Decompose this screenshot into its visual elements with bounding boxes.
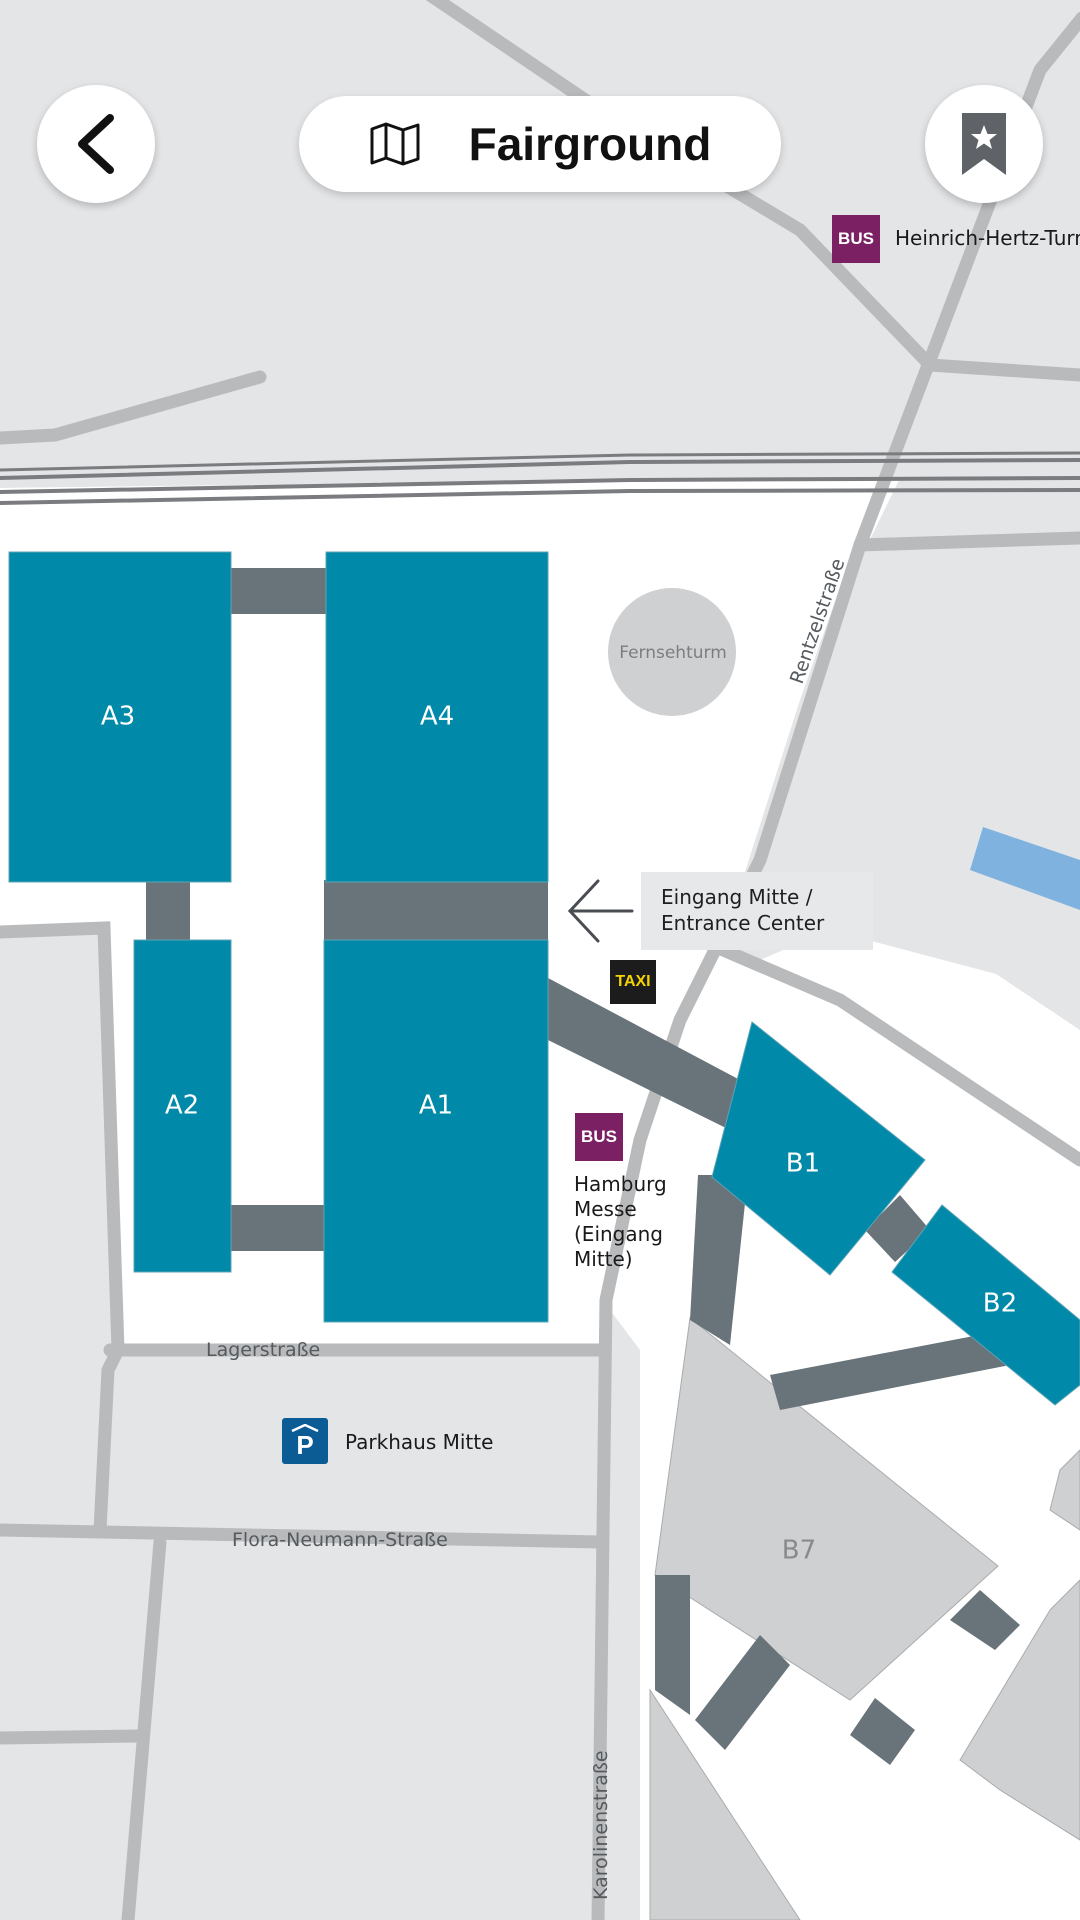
connector-a4-a1: [324, 880, 548, 942]
connector-b7-south: [695, 1635, 790, 1750]
hall-a2-label: A2: [165, 1091, 199, 1121]
railway: [0, 476, 1080, 505]
connector-b1-b7: [690, 1175, 748, 1345]
street-flora-label: Flora-Neumann-Straße: [232, 1529, 448, 1551]
taxi-stand-badge[interactable]: TAXI: [610, 960, 656, 1004]
railway-north-2: [0, 451, 1080, 472]
city-block-south: [0, 1350, 610, 1920]
title-pill[interactable]: Fairground: [299, 96, 781, 192]
entrance-label-line1: Eingang Mitte /: [661, 885, 813, 909]
hall-se-1: [959, 1579, 1080, 1841]
connector-a1-b1: [548, 978, 740, 1130]
connector-b7-se: [950, 1590, 1020, 1650]
hall-b1[interactable]: [711, 1021, 926, 1276]
bus-stop-north-label: Heinrich-Hertz-Turm: [895, 226, 1080, 250]
hall-se-2: [1049, 1449, 1080, 1531]
parking-letter: P: [296, 1430, 314, 1460]
halls-a: [8, 551, 549, 1323]
hall-b7-area: [654, 1317, 999, 1701]
bus-stop-center-line2: Messe: [574, 1197, 637, 1221]
hall-a3[interactable]: [8, 551, 232, 883]
connectors: [146, 568, 1020, 1765]
tv-tower[interactable]: [608, 588, 736, 716]
bus-stop-center-line4: Mitte): [574, 1247, 633, 1271]
entrance-center-label[interactable]: Eingang Mitte / Entrance Center: [641, 872, 873, 950]
hall-b2-label: B2: [983, 1289, 1017, 1319]
hall-b1-label: B1: [786, 1149, 820, 1179]
parking-badge[interactable]: P: [282, 1418, 328, 1464]
street-lager-label: Lagerstraße: [206, 1339, 320, 1361]
hall-b2[interactable]: [891, 1204, 1080, 1406]
connector-b1-b2: [865, 1195, 930, 1262]
road-east-diagonal: [693, 933, 1080, 1167]
hall-south-area: [649, 1688, 801, 1920]
water: [970, 827, 1080, 910]
connector-a3-a4: [231, 568, 326, 614]
road-northwest: [0, 370, 267, 445]
hall-a4-label: A4: [420, 702, 454, 732]
bus-stop-center-label: Hamburg Messe (Eingang Mitte): [574, 1172, 667, 1272]
hall-a2[interactable]: [133, 939, 232, 1273]
connector-west-b7: [655, 1575, 690, 1715]
hall-a3-label: A3: [101, 702, 135, 732]
hall-b7-label: B7: [782, 1536, 816, 1566]
bus-stop-north-badge[interactable]: BUS: [832, 215, 880, 263]
connector-b7-b2: [770, 1330, 1010, 1410]
parking-roof-icon: [291, 1424, 319, 1432]
bookmark-star-icon: [962, 113, 1006, 175]
map-icon: [370, 122, 420, 166]
road-east: [923, 358, 1080, 382]
bus-stop-center-badge[interactable]: BUS: [575, 1113, 623, 1161]
arrow-left-icon: [567, 879, 634, 943]
road-east-2: [853, 531, 1080, 552]
bookmark-button[interactable]: [925, 85, 1043, 203]
entrance-label-line2: Entrance Center: [661, 911, 825, 935]
connector-a3-a2: [146, 880, 190, 942]
page-title: Fairground: [468, 118, 712, 170]
street-karolinen-label: Karolinenstraße: [590, 1750, 612, 1900]
hall-a1[interactable]: [323, 939, 549, 1323]
city-block-west: [0, 928, 118, 1350]
railway-north: [0, 458, 1080, 480]
chevron-left-icon: [78, 114, 114, 174]
bus-stop-center-line3: (Eingang: [574, 1222, 663, 1246]
road-west-1: [0, 921, 125, 1537]
road-flora: [0, 1523, 607, 1549]
hall-a4[interactable]: [325, 551, 549, 883]
parking-label: Parkhaus Mitte: [345, 1430, 494, 1454]
connector-b7-south-2: [850, 1698, 915, 1765]
road-west-3: [0, 1729, 147, 1745]
back-button[interactable]: [37, 85, 155, 203]
bus-stop-center-line1: Hamburg: [574, 1172, 667, 1196]
tv-tower-label: Fernsehturm: [619, 643, 727, 663]
hall-a1-label: A1: [419, 1091, 453, 1121]
connector-a2-a1: [231, 1205, 326, 1251]
